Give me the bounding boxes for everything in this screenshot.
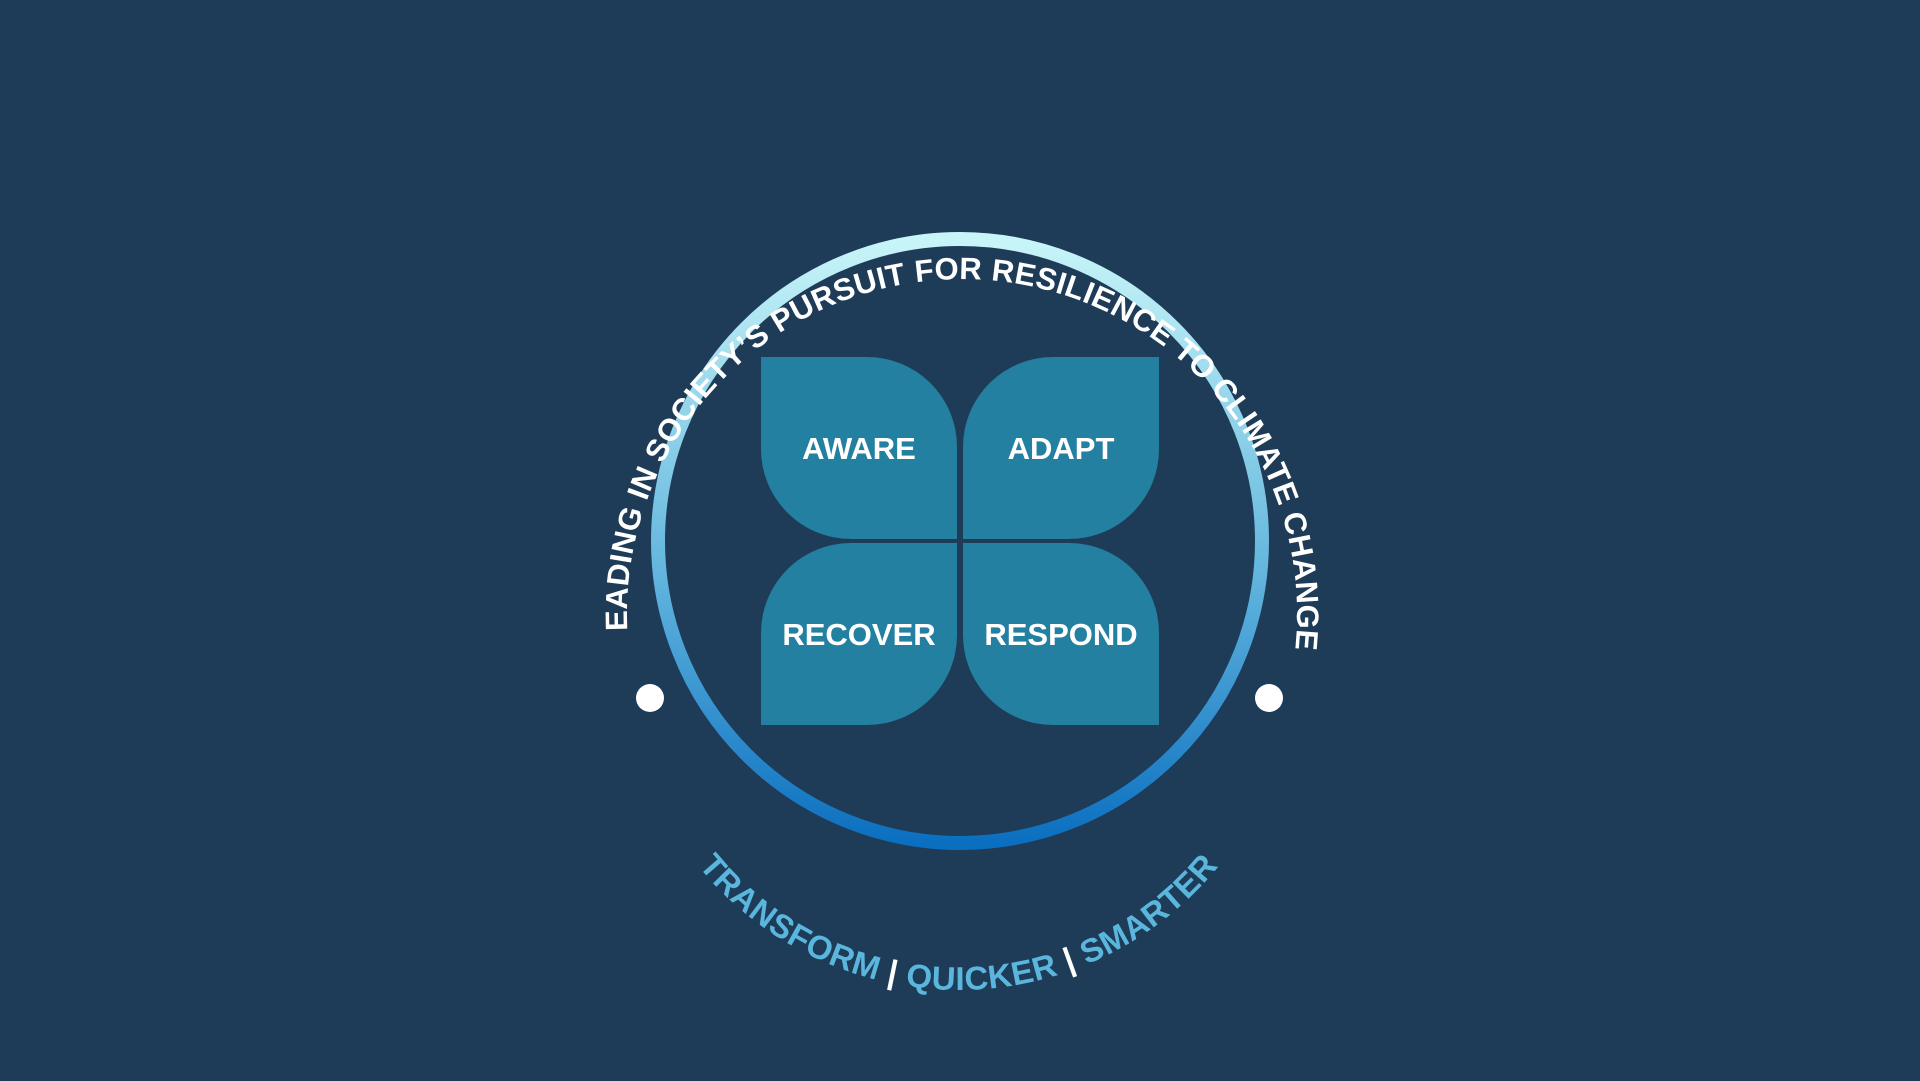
left-dot — [636, 684, 664, 712]
petal-recover — [761, 543, 957, 725]
right-dot — [1255, 684, 1283, 712]
label-recover: RECOVER — [782, 617, 935, 652]
label-adapt: ADAPT — [1008, 431, 1115, 466]
petal-adapt — [963, 357, 1159, 539]
petal-respond — [963, 543, 1159, 725]
petal-group — [761, 357, 1159, 725]
outer-ring — [651, 232, 1269, 850]
label-respond: RESPOND — [984, 617, 1137, 652]
petal-aware — [761, 357, 957, 539]
label-aware: AWARE — [802, 431, 916, 466]
